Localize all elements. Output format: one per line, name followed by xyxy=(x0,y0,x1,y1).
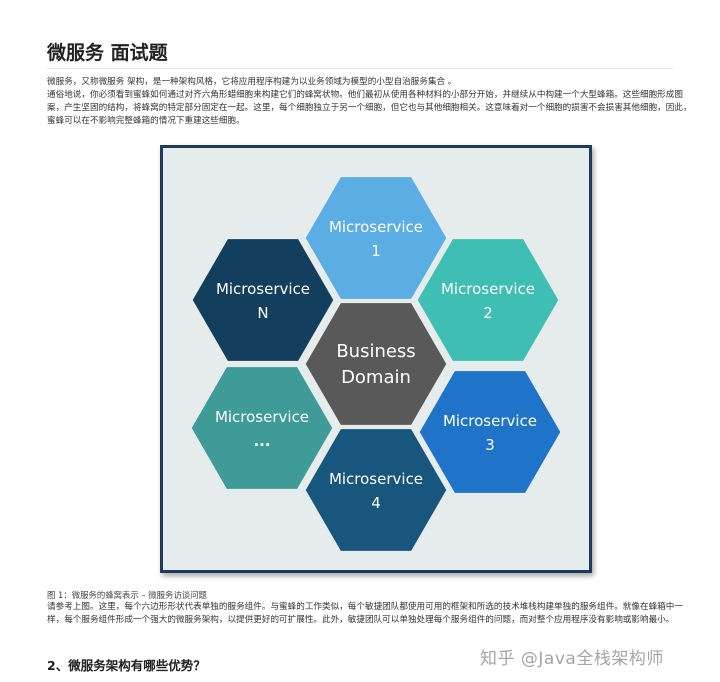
hexagon-label-ms2-0: Microservice xyxy=(441,280,535,298)
hexagon-label-msn-1: N xyxy=(257,304,268,322)
intro-line-2: 通俗地说，你必须看到蜜蜂如何通过对齐六角形蜡细胞来构建它们的蜂窝状物。他们最初从… xyxy=(47,90,692,126)
hexagon-label-ms-more-0: Microservice xyxy=(215,408,309,426)
hexagon-shape-ms-more xyxy=(188,364,336,492)
hexagon-label-msn-0: Microservice xyxy=(216,280,310,298)
hexagon-label-center-1: Domain xyxy=(341,367,411,388)
hexagon-shape-ms3 xyxy=(416,368,564,496)
hexagon-ms-more: Microservice... xyxy=(188,364,336,492)
title-divider xyxy=(47,68,673,69)
hexagon-ms2: Microservice 2 xyxy=(414,236,562,364)
hexagon-ms4: Microservice 4 xyxy=(302,426,450,554)
hexagon-label-center-0: Business xyxy=(336,341,415,362)
section-heading: 2、微服务架构有哪些优势？ xyxy=(47,658,206,673)
hexagon-shape-ms2 xyxy=(414,236,562,364)
honeycomb-diagram: BusinessDomainMicroservice1Microservice2… xyxy=(188,174,564,554)
hexagon-label-ms3-1: 3 xyxy=(485,436,495,454)
intro-paragraph: 微服务，又称微服务 架构，是一种架构风格，它将应用程序构建为以业务领域为模型的小… xyxy=(47,76,697,128)
hexagon-shape-msn xyxy=(189,236,337,364)
hexagon-label-ms-more-1: ... xyxy=(253,432,270,450)
hexagon-shape-ms1 xyxy=(302,174,450,302)
watermark: 知乎 @Java全栈架构师 xyxy=(480,649,664,669)
hexagon-label-ms4-1: 4 xyxy=(371,494,381,512)
hexagon-label-ms2-1: 2 xyxy=(483,304,493,322)
hexagon-label-ms4-0: Microservice xyxy=(329,470,423,488)
hexagon-shape-ms4 xyxy=(302,426,450,554)
intro-line-1: 微服务，又称微服务 架构，是一种架构风格，它将应用程序构建为以业务领域为模型的小… xyxy=(47,77,457,87)
hexagon-label-ms1-0: Microservice xyxy=(329,218,423,236)
hexagon-label-ms1-1: 1 xyxy=(371,242,381,260)
hexagon-ms1: Microservice 1 xyxy=(302,174,450,302)
page-title: 微服务 面试题 xyxy=(47,42,168,64)
hexagon-label-ms3-0: Microservice xyxy=(443,412,537,430)
figure-caption: 图 1：微服务的蜂窝表示 – 微服务访谈问题 xyxy=(47,590,207,600)
hexagon-ms3: Microservice 3 xyxy=(416,368,564,496)
body-paragraph: 请参考上图。这里，每个六边形形状代表单独的服务组件。与蜜蜂的工作类似，每个敏捷团… xyxy=(47,602,683,625)
